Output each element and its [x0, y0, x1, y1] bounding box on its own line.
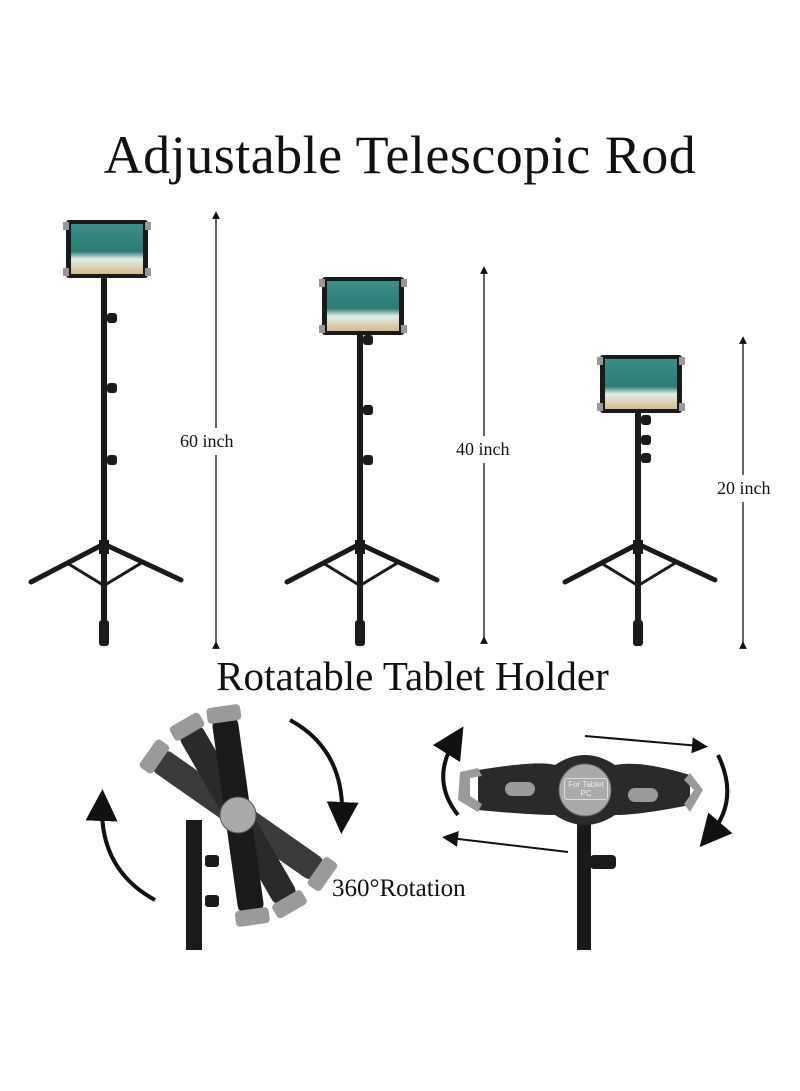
leg-brace [360, 560, 400, 587]
rotation-arrow [699, 754, 733, 848]
grip [272, 890, 307, 919]
tripod-leg [359, 542, 440, 583]
leg-brace [104, 560, 144, 587]
holder-disc [558, 763, 612, 817]
rotation-label: 360°Rotation [332, 875, 466, 902]
direction-arrow [584, 735, 708, 754]
grip-corner [679, 357, 685, 365]
lock-knob [590, 855, 616, 869]
grip [206, 704, 242, 724]
tripod-leg [103, 542, 184, 583]
holder-disc [219, 796, 257, 834]
lock-knob [641, 415, 651, 425]
grip-corner [401, 325, 407, 333]
grip-pad [505, 782, 535, 796]
tablet-screen [605, 359, 677, 409]
grip-corner [597, 403, 603, 411]
page-title: Adjustable Telescopic Rod [103, 125, 697, 185]
tripod-stand [562, 355, 718, 646]
grip-corner [597, 357, 603, 365]
grip-corner [319, 279, 325, 287]
direction-arrow [442, 830, 569, 853]
holder-rod [186, 820, 202, 950]
height-label-20: 20 inch [717, 475, 771, 502]
section-subtitle: Rotatable Tablet Holder [216, 653, 609, 699]
height-label-60: 60 inch [180, 428, 234, 455]
grip-corner [319, 325, 325, 333]
lock-knob [107, 313, 117, 323]
lock-knob [363, 335, 373, 345]
grip-corner [63, 268, 69, 276]
lock-knob [107, 455, 117, 465]
grip [307, 857, 338, 892]
rotation-arrow [432, 726, 464, 817]
rotation-arrow [289, 718, 359, 834]
leg-brace [322, 561, 360, 587]
lock-knob [205, 855, 219, 867]
grip-corner [145, 222, 151, 230]
holder-rod [577, 810, 591, 950]
leg-hub [633, 540, 643, 554]
grip-pad [628, 788, 658, 802]
tablet-screen [71, 224, 143, 274]
leg-brace [600, 561, 638, 587]
tripod-leg [562, 542, 639, 585]
rubber-foot [355, 620, 365, 646]
grip [684, 773, 703, 812]
holder-logo-text: For Tablet PC [564, 778, 608, 800]
rubber-foot [633, 620, 643, 646]
grip [139, 739, 170, 774]
tripod-stand [284, 277, 440, 646]
grip-corner [145, 268, 151, 276]
lock-knob [641, 453, 651, 463]
tablet-screen [327, 281, 399, 331]
leg-hub [99, 540, 109, 554]
tripod-leg [637, 542, 718, 583]
tripod-leg [284, 542, 361, 585]
lock-knob [205, 895, 219, 907]
leg-brace [66, 561, 104, 587]
grip-corner [679, 403, 685, 411]
grip [169, 712, 205, 741]
rotation-arrow [85, 789, 156, 902]
tripod-leg [28, 542, 105, 585]
grip-corner [401, 279, 407, 287]
rubber-foot [99, 620, 109, 646]
lock-knob [641, 435, 651, 445]
grip-corner [63, 222, 69, 230]
grip [458, 768, 482, 812]
lock-knob [363, 405, 373, 415]
grip [234, 907, 270, 927]
height-label-40: 40 inch [456, 436, 510, 463]
lock-knob [107, 383, 117, 393]
leg-brace [638, 560, 678, 587]
lock-knob [363, 455, 373, 465]
tripod-stand [28, 220, 184, 646]
leg-hub [355, 540, 365, 554]
